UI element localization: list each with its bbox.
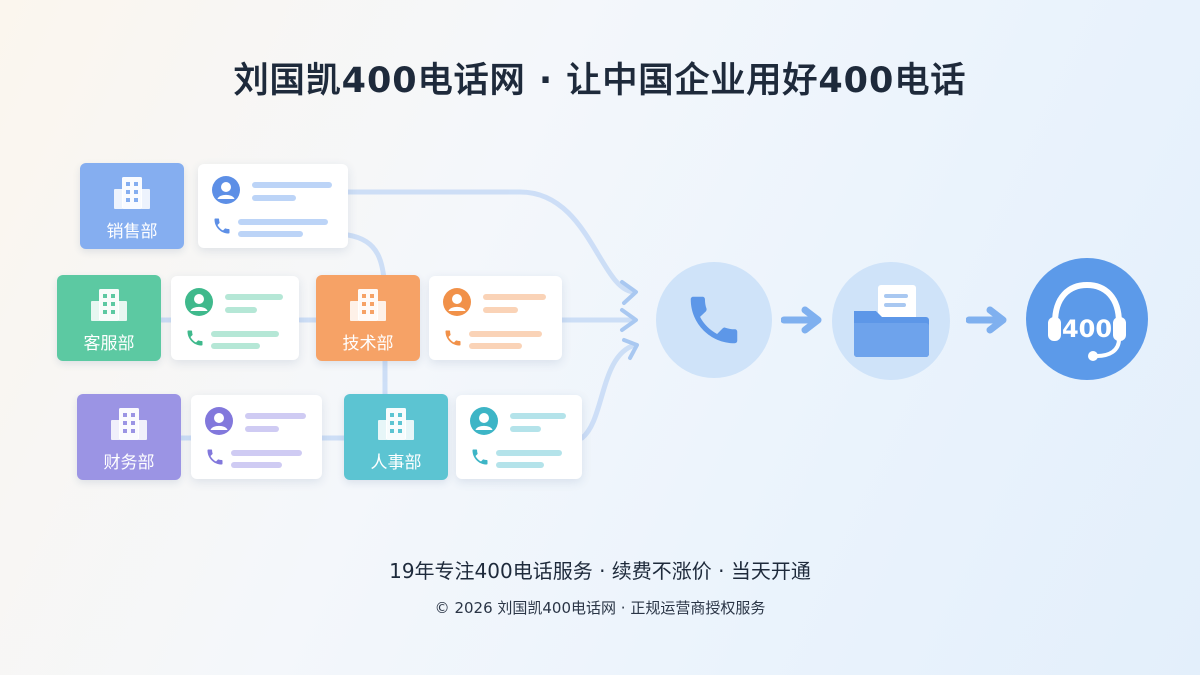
connector-hr (579, 342, 638, 441)
phone-icon (207, 449, 223, 465)
headset-icon: 400 (1048, 281, 1126, 361)
contact-card-service[interactable] (171, 276, 299, 360)
placeholder-line (231, 462, 282, 468)
badge-400-text: 400 (1062, 315, 1112, 343)
user-icon (443, 288, 471, 316)
building-icon (350, 289, 386, 321)
placeholder-line (211, 343, 260, 349)
placeholder-line (211, 331, 279, 337)
file-routing-node (832, 262, 950, 380)
placeholder-line (252, 195, 296, 201)
building-icon (91, 289, 127, 321)
placeholder-line (231, 450, 302, 456)
user-icon (205, 407, 233, 435)
tagline: 19年专注400电话服务 · 续费不涨价 · 当天开通 (389, 559, 811, 583)
placeholder-line (510, 413, 566, 419)
user-icon (470, 407, 498, 435)
dept-hr[interactable]: 人事部 (344, 394, 448, 480)
contact-card-hr[interactable] (456, 395, 582, 479)
dept-service[interactable]: 客服部 (57, 275, 161, 361)
dept-sales[interactable]: 销售部 (80, 163, 184, 249)
placeholder-line (245, 426, 279, 432)
placeholder-line (238, 231, 303, 237)
arrow-right-icon (966, 306, 1007, 334)
copyright-footer: © 2026 刘国凯400电话网 · 正规运营商授权服务 (434, 599, 766, 617)
dept-label: 技术部 (342, 334, 394, 354)
contact-card-tech[interactable] (429, 276, 562, 360)
placeholder-line (496, 462, 544, 468)
building-icon (378, 408, 414, 440)
placeholder-line (245, 413, 306, 419)
arrowhead-bottom (622, 338, 639, 360)
incoming-call-node (656, 262, 772, 378)
placeholder-line (496, 450, 562, 456)
arrowhead-mid (620, 308, 638, 332)
arrow-right-icon (781, 306, 822, 334)
dept-label: 销售部 (106, 222, 158, 242)
placeholder-line (252, 182, 332, 188)
placeholder-line (469, 331, 542, 337)
dept-label: 客服部 (83, 334, 135, 354)
placeholder-line (483, 307, 518, 313)
connector-sales (345, 189, 638, 295)
phone-icon (214, 218, 230, 234)
placeholder-line (510, 426, 541, 432)
dept-label: 财务部 (103, 453, 155, 473)
building-icon (114, 177, 150, 209)
user-icon (185, 288, 213, 316)
placeholder-line (225, 294, 283, 300)
contact-card-finance[interactable] (191, 395, 322, 479)
phone-icon (445, 330, 461, 346)
phone-icon (472, 449, 488, 465)
phone-icon (187, 330, 203, 346)
folder-icon (854, 285, 929, 357)
page-title: 刘国凯400电话网 · 让中国企业用好400电话 (233, 61, 967, 101)
placeholder-line (238, 219, 328, 225)
user-icon (212, 176, 240, 204)
placeholder-line (469, 343, 522, 349)
phone-icon (690, 296, 738, 344)
service-400-badge: 400 (1026, 258, 1148, 380)
placeholder-line (483, 294, 546, 300)
dept-label: 人事部 (370, 453, 422, 473)
dept-tech[interactable]: 技术部 (316, 275, 420, 361)
contact-card-sales[interactable] (198, 164, 348, 248)
arrowhead-top (620, 280, 638, 305)
placeholder-line (225, 307, 257, 313)
dept-finance[interactable]: 财务部 (77, 394, 181, 480)
building-icon (111, 408, 147, 440)
